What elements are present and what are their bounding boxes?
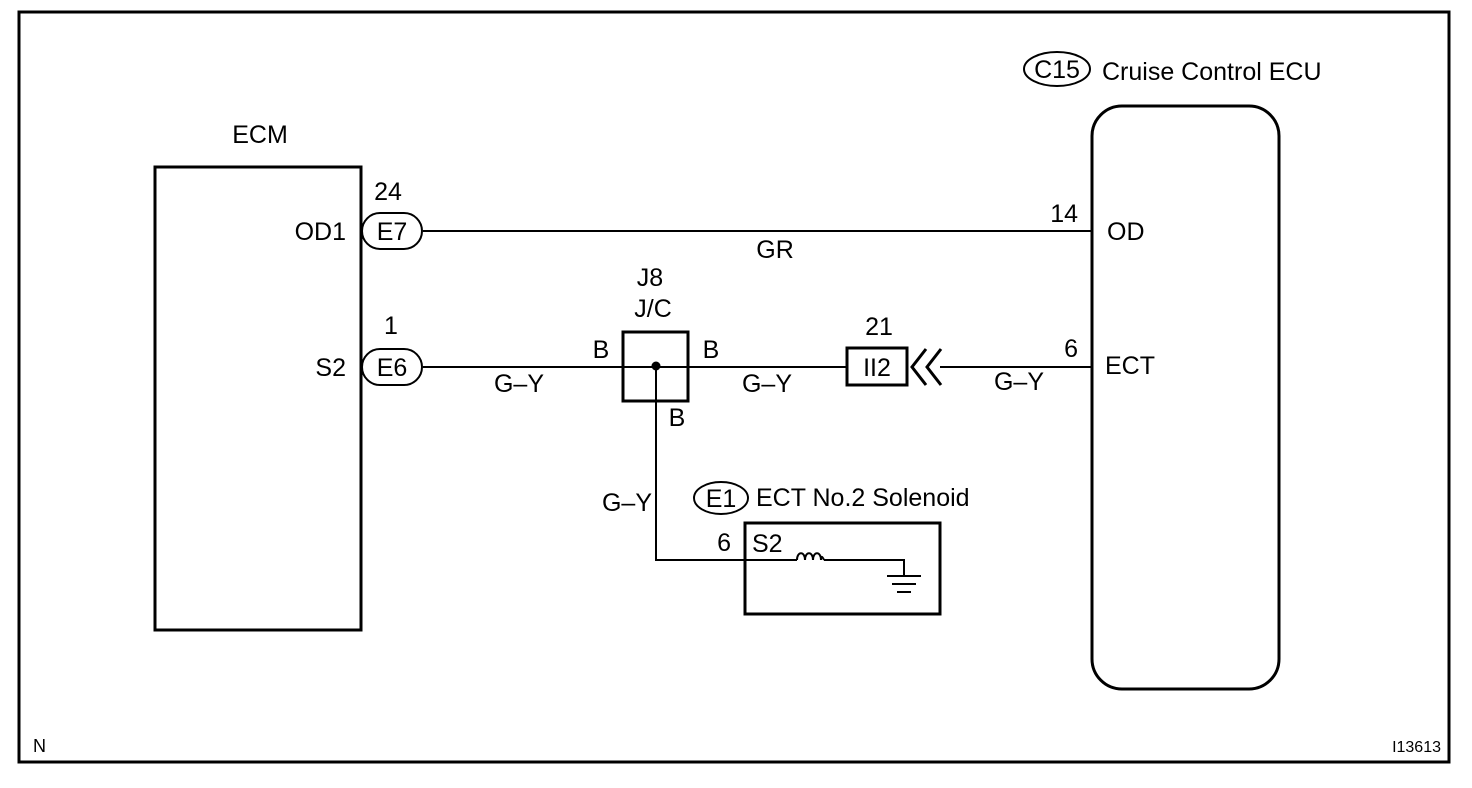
cruise-ecu-label: Cruise Control ECU [1102,58,1322,86]
junction-pin-left: B [593,336,610,364]
solenoid-box [743,521,942,616]
ground-icon [887,575,921,593]
e6-pin-number: 1 [384,312,398,340]
solenoid-pin-name: S2 [752,530,783,558]
solenoid-branch-wire: G–Y [602,401,745,561]
solenoid-label: ECT No.2 Solenoid [756,484,970,512]
figure-id: I13613 [1392,739,1441,756]
c15-connector-code: C15 [1034,56,1080,84]
e6-connector-code: E6 [377,354,408,382]
e1-connector-code: E1 [706,485,737,513]
junction-type: J/C [634,295,672,323]
s2-wire-color-right: G–Y [994,368,1044,396]
solenoid-branch-wire-color: G–Y [602,489,652,517]
ii2-plug-chevron-1 [910,348,928,386]
e7-connector-code: E7 [377,218,408,246]
cruise-ecu-pin-od: OD [1107,218,1145,246]
ecm-block: ECM OD1 S2 [153,121,363,632]
ii2-pin-number: 21 [865,313,893,341]
s2-wire-color-mid: G–Y [742,370,792,398]
ii2-connector-code: II2 [863,354,891,382]
e1-connector-badge [693,481,749,515]
ii2-plug-chevron-2 [925,348,943,386]
od-wire-color: GR [756,236,794,264]
corner-mark: N [33,736,46,756]
solenoid-pin-number: 6 [717,529,731,557]
s2-wire-color-left: G–Y [494,370,544,398]
cruise-ecu-pin-ect-num: 6 [1064,335,1078,363]
ecm-pin-od1: OD1 [295,218,346,246]
e7-pin-number: 24 [374,178,402,206]
junction-id: J8 [637,264,663,292]
od-wire: E7 24 GR [361,178,1092,264]
ecm-pin-s2: S2 [315,354,346,382]
cruise-ecu-pin-od-num: 14 [1050,200,1078,228]
ect-solenoid: E1 ECT No.2 Solenoid 6 S2 [693,481,970,616]
diagram-frame [17,10,1451,764]
coil-icon [796,552,825,561]
s2-wire: E6 1 G–Y G–Y G–Y [361,312,1092,398]
ii2-connector-box [845,346,909,387]
ii2-connector: II2 21 [845,313,943,387]
e7-connector-badge [361,212,423,250]
c15-connector-badge [1023,51,1091,87]
cruise-control-ecu-block: C15 Cruise Control ECU 14 OD 6 ECT [1023,51,1322,691]
ecm-label: ECM [232,121,288,149]
e6-connector-badge [361,348,423,386]
junction-pin-bottom: B [669,404,686,432]
junction-pin-right: B [703,336,720,364]
cruise-ecu-pin-ect: ECT [1105,352,1155,380]
ecm-box [153,165,363,632]
cruise-ecu-box [1090,104,1281,691]
